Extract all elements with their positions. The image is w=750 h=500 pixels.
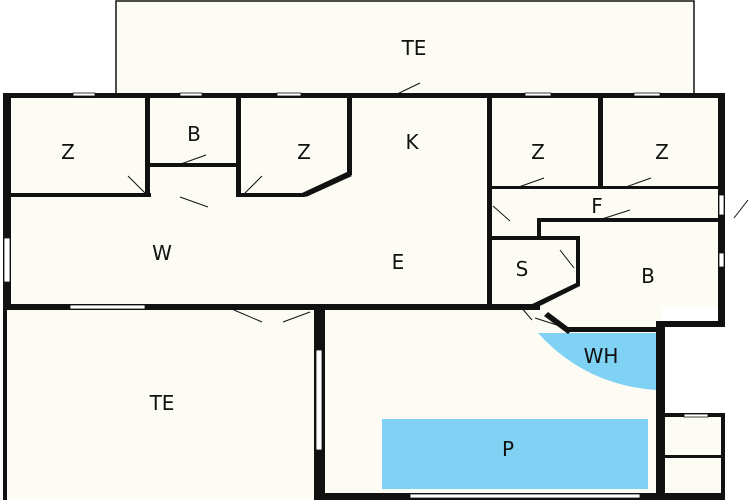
room-label-bedroom-1: Z — [61, 140, 75, 164]
wall — [236, 95, 241, 197]
room-label-bathroom-1: B — [187, 122, 201, 146]
wall — [11, 193, 151, 197]
wall — [145, 95, 150, 197]
room-label-terrace-bottom: TE — [149, 391, 175, 415]
door-swing — [534, 317, 561, 327]
wall — [492, 186, 718, 189]
door-swing — [233, 309, 263, 323]
wall — [598, 95, 603, 187]
door-swing — [601, 209, 631, 220]
main-house-floor — [8, 95, 722, 308]
room-label-kitchen: K — [405, 130, 419, 154]
room-label-terrace-top: TE — [401, 36, 427, 60]
window — [409, 493, 641, 499]
wall — [347, 95, 352, 175]
wall — [528, 283, 580, 310]
wall — [302, 172, 352, 197]
whirlpool-basin — [538, 333, 656, 390]
wall — [322, 304, 540, 310]
room-label-pool: P — [502, 437, 514, 461]
room-label-living: W — [152, 241, 172, 265]
wall — [487, 95, 492, 307]
room-label-bedroom-2: Z — [297, 140, 311, 164]
doors — [127, 82, 749, 327]
room-label-bedroom-3: Z — [531, 140, 545, 164]
room-label-dining: E — [392, 250, 405, 274]
room-label-hallway: F — [591, 194, 603, 218]
wall — [568, 327, 662, 332]
window — [315, 349, 323, 451]
room-label-whirlpool: WH — [584, 344, 619, 368]
window — [718, 194, 725, 216]
room-labels: TE Z B Z K Z Z F W E S B TE WH P — [61, 36, 669, 461]
door-swing — [177, 154, 207, 166]
wall — [656, 321, 665, 500]
wall — [3, 304, 318, 310]
door-swing — [392, 82, 421, 97]
wall — [660, 455, 725, 458]
window — [633, 92, 661, 97]
window — [179, 92, 203, 97]
door-swing — [179, 196, 209, 208]
window — [524, 92, 552, 97]
window — [683, 413, 709, 418]
wall — [537, 218, 718, 222]
wall — [544, 312, 572, 334]
room-label-bathroom-2: B — [641, 264, 655, 288]
terrace-bottom-floor — [3, 308, 317, 500]
wall — [492, 236, 580, 240]
door-swing — [492, 205, 511, 222]
wall — [3, 93, 11, 308]
window — [276, 92, 302, 97]
wall — [660, 321, 725, 327]
window — [69, 304, 146, 310]
wall — [3, 93, 725, 98]
door-swing — [282, 311, 311, 323]
wall — [150, 163, 240, 167]
terrace-top-floor — [116, 0, 694, 95]
wall — [576, 236, 580, 286]
door-swing — [622, 177, 652, 189]
windows — [3, 92, 725, 499]
door-swing — [519, 305, 533, 321]
pool-basin — [382, 419, 648, 489]
wall — [3, 308, 7, 500]
wall — [240, 193, 305, 197]
door-swing — [244, 175, 263, 194]
window — [3, 237, 11, 283]
wall — [660, 493, 725, 500]
room-label-bedroom-4: Z — [655, 140, 669, 164]
window — [72, 92, 96, 97]
door-swing — [515, 177, 545, 189]
window — [718, 252, 725, 268]
room-label-storage: S — [516, 257, 529, 281]
door-swing — [733, 199, 749, 219]
wall — [537, 218, 541, 238]
door-swing — [559, 249, 575, 269]
door-swing — [127, 175, 146, 194]
